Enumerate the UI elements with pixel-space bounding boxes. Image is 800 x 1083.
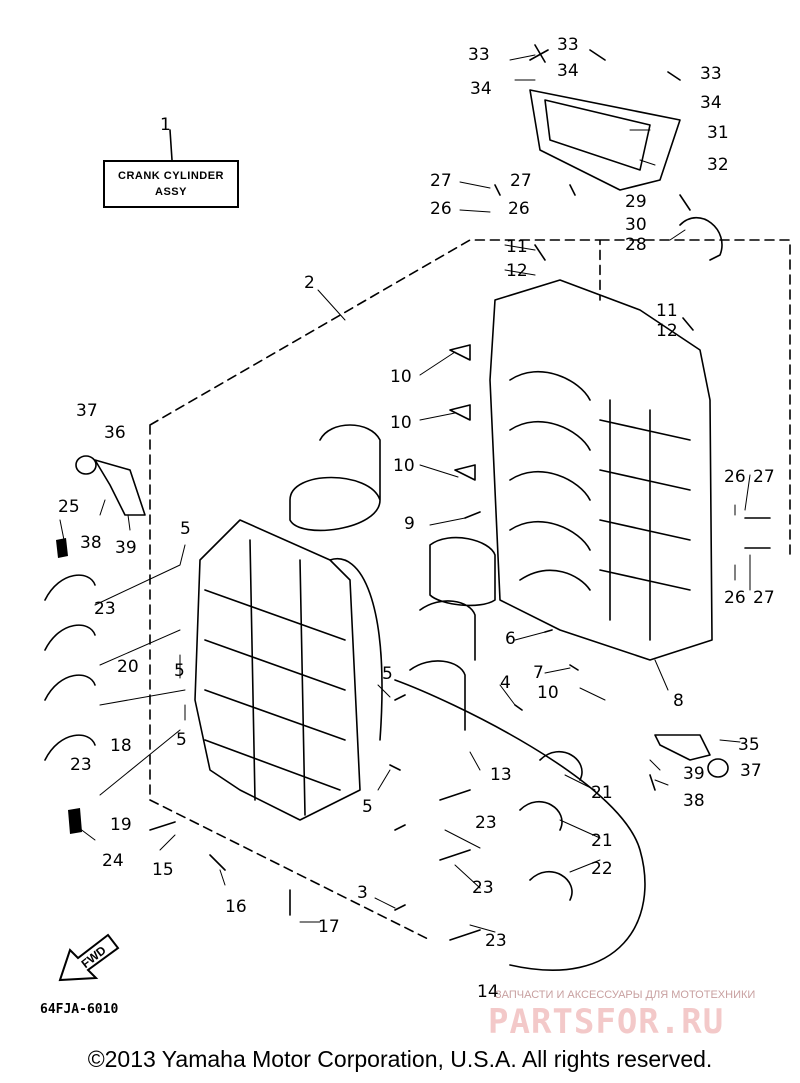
bracket-35 [654,734,711,761]
callout-31: 31 [707,123,729,143]
long-hose [394,679,646,971]
callout-11b: 11 [656,301,678,321]
callout-5c: 5 [176,730,187,750]
callout-35: 35 [738,735,760,755]
clip-24 [68,808,82,834]
callout-19: 19 [110,815,132,835]
callout-29: 29 [625,192,647,212]
callout-26a: 26 [430,199,452,219]
copyright-notice: ©2013 Yamaha Motor Corporation, U.S.A. A… [87,1046,713,1072]
callout-10c: 10 [393,456,415,476]
assembly-leader [169,129,173,161]
callout-20: 20 [117,657,139,677]
clip-25 [56,538,68,558]
callout-32: 32 [707,155,729,175]
callout-18: 18 [110,736,132,756]
callout-26d: 26 [724,588,746,608]
cylinder-head-cover [529,89,681,191]
callout-10d: 10 [537,683,559,703]
bracket-36 [94,459,146,516]
callout-5e: 5 [362,797,373,817]
callout-15: 15 [152,860,174,880]
fittings [389,344,579,911]
callout-27b: 27 [510,171,532,191]
cap-37-right [707,758,729,778]
callout-34a: 34 [470,79,492,99]
callout-10a: 10 [390,367,412,387]
callout-34b: 34 [557,61,579,81]
callout-26b: 26 [508,199,530,219]
pistons [409,536,496,731]
callout-36: 36 [104,423,126,443]
callout-12b: 12 [656,321,678,341]
callout-23c: 23 [475,813,497,833]
leader-lines [59,54,751,933]
callout-5d: 5 [382,664,393,684]
callout-26c: 26 [724,467,746,487]
callout-23a: 23 [94,599,116,619]
callout-34c: 34 [700,93,722,113]
callout-5a: 5 [180,519,191,539]
clamp-28 [679,217,723,261]
callout-4: 4 [500,673,511,693]
callout-1: 1 [160,115,171,135]
callout-6: 6 [505,629,516,649]
crank-cylinder-assy-box: CRANK CYLINDER ASSY [103,160,239,208]
callout-39a: 39 [115,538,137,558]
cap-37-left [75,455,97,475]
assy-box-line2: ASSY [155,186,187,198]
callout-10b: 10 [390,413,412,433]
fwd-arrow [58,933,120,982]
hoses-left [44,574,96,761]
callout-33c: 33 [700,64,722,84]
callout-14: 14 [477,982,499,1002]
callout-3: 3 [357,883,368,903]
hoses-right [439,750,583,941]
callout-30: 30 [625,215,647,235]
callout-8: 8 [673,691,684,711]
callout-33b: 33 [557,35,579,55]
callout-24: 24 [102,851,124,871]
callout-23e: 23 [485,931,507,951]
callout-23d: 23 [472,878,494,898]
callout-12a: 12 [506,261,528,281]
cylinder-bores [509,370,591,591]
callout-25: 25 [58,497,80,517]
callout-37a: 37 [76,401,98,421]
watermark-subtitle: ЗАПЧАСТИ И АКСЕССУАРЫ ДЛЯ МОТОТЕХНИКИ [495,989,756,1001]
callout-27d: 27 [753,588,775,608]
callout-39b: 39 [683,764,705,784]
callout-13: 13 [490,765,512,785]
callout-27c: 27 [753,467,775,487]
callout-2: 2 [304,273,315,293]
crankcase [194,519,361,821]
callout-17: 17 [318,917,340,937]
callout-38b: 38 [683,791,705,811]
callout-27a: 27 [430,171,452,191]
crankshaft [289,424,383,741]
assembly-outline [149,239,791,941]
callout-23b: 23 [70,755,92,775]
callout-16: 16 [225,897,247,917]
callout-33a: 33 [468,45,490,65]
callout-21a: 21 [591,783,613,803]
callout-21b: 21 [591,831,613,851]
callout-9: 9 [404,514,415,534]
watermark-logo: PARTSFOR.RU [488,1002,725,1042]
callout-37b: 37 [740,761,762,781]
callout-7: 7 [533,663,544,683]
cylinder-block [489,279,713,661]
bolts [149,44,771,916]
callout-38a: 38 [80,533,102,553]
assy-box-line1: CRANK CYLINDER [118,170,224,182]
diagram-code: 64FJA-6010 [40,1002,119,1017]
callout-28: 28 [625,235,647,255]
callout-11a: 11 [506,237,528,257]
callout-22: 22 [591,859,613,879]
block-ribs [599,399,691,641]
callout-5b: 5 [174,661,185,681]
crankcase-webs [204,539,346,816]
